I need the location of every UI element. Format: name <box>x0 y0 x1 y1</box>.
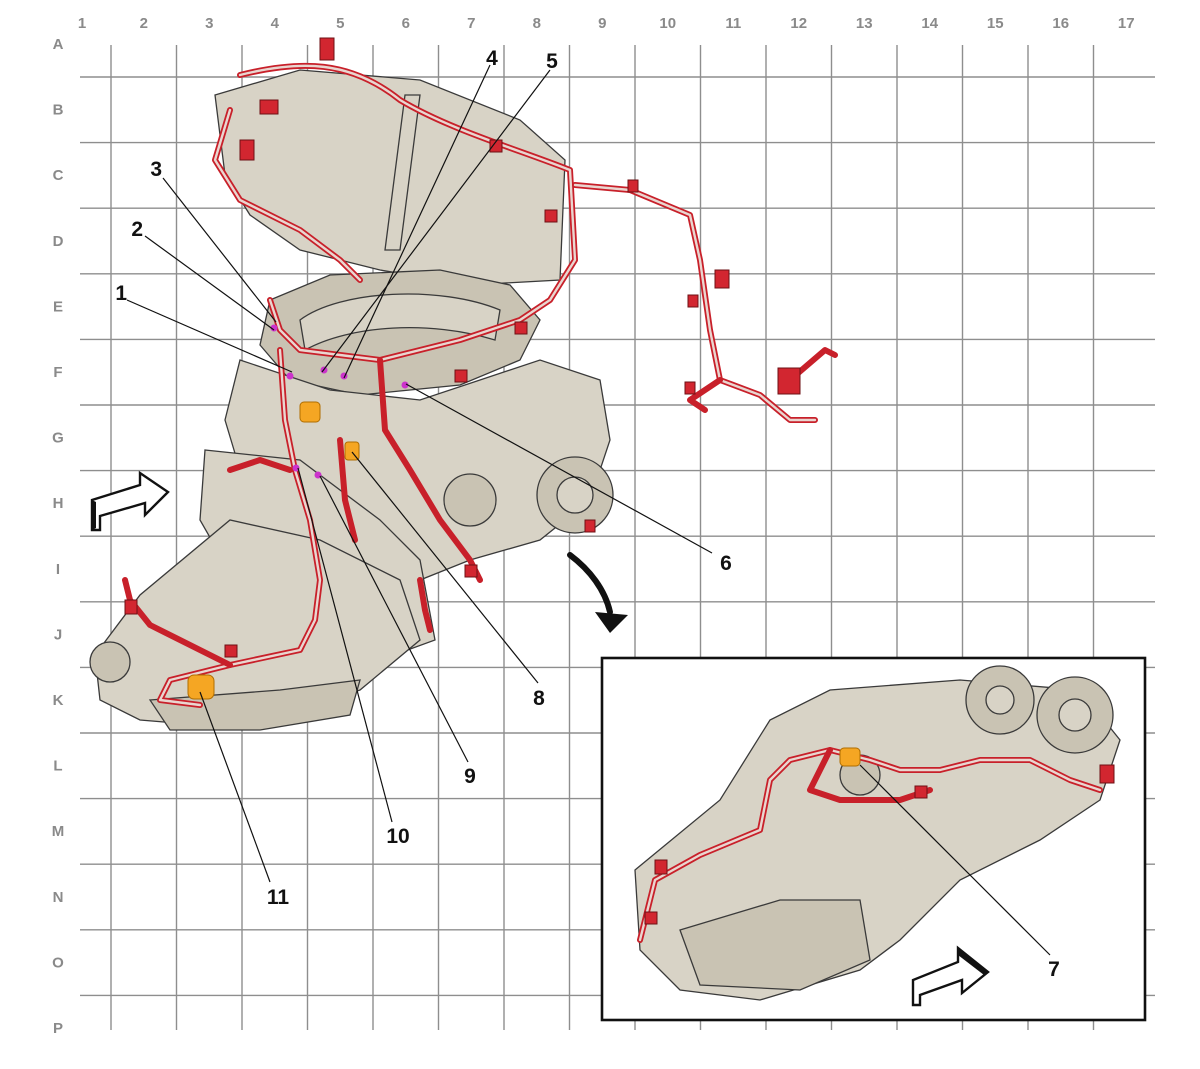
callout-3: 3 <box>150 158 162 181</box>
inset-oil-pan <box>679 899 871 991</box>
connector <box>319 37 335 61</box>
highlight-component <box>839 747 861 767</box>
splice-point <box>286 372 294 380</box>
dipstick-tube <box>384 94 421 251</box>
callout-labels: 1 2 3 4 5 6 7 8 9 10 11 <box>115 47 1060 981</box>
connector <box>584 519 596 533</box>
connector <box>259 99 279 115</box>
column-label-13: 13 <box>856 15 873 32</box>
inset-pulley-hub <box>985 685 1015 715</box>
column-label-3: 3 <box>205 15 213 32</box>
row-label-D: D <box>53 233 64 250</box>
connector <box>454 369 468 383</box>
column-label-8: 8 <box>533 15 541 32</box>
row-label-A: A <box>53 36 64 53</box>
column-label-1: 1 <box>78 15 86 32</box>
callout-5: 5 <box>546 50 558 73</box>
output-shaft <box>89 641 131 683</box>
row-label-J: J <box>54 626 62 643</box>
main-harness <box>122 62 838 708</box>
callout-9: 9 <box>464 765 476 788</box>
manifold-runners <box>299 293 501 352</box>
connector <box>654 859 668 875</box>
alternator-pulley <box>556 476 594 514</box>
connector <box>224 644 238 658</box>
row-label-N: N <box>53 889 64 906</box>
row-label-I: I <box>56 561 60 578</box>
transmission-pan <box>148 679 361 731</box>
column-label-5: 5 <box>336 15 344 32</box>
callout-1: 1 <box>115 282 127 305</box>
highlight-component <box>299 401 321 423</box>
connector <box>514 321 528 335</box>
column-label-15: 15 <box>987 15 1004 32</box>
connector <box>627 179 639 193</box>
callout-2: 2 <box>131 218 143 241</box>
transmission-case <box>94 519 421 726</box>
row-label-B: B <box>53 102 64 119</box>
inset-balancer-hub <box>1058 698 1092 732</box>
column-label-7: 7 <box>467 15 475 32</box>
callout-10: 10 <box>386 825 409 848</box>
row-label-G: G <box>52 430 64 447</box>
inset-detail-view <box>600 656 1147 1022</box>
harness-connectors <box>124 37 801 658</box>
row-label-E: E <box>53 298 63 315</box>
column-label-11: 11 <box>725 15 741 32</box>
row-label-H: H <box>53 495 64 512</box>
splice-point <box>292 464 300 472</box>
column-label-4: 4 <box>271 15 280 32</box>
column-label-14: 14 <box>921 15 938 32</box>
row-label-M: M <box>52 823 65 840</box>
splice-point <box>270 324 278 332</box>
connector <box>777 367 801 395</box>
callout-leaders <box>126 64 1051 956</box>
column-label-9: 9 <box>598 15 606 32</box>
row-label-P: P <box>53 1020 63 1037</box>
splice-point <box>401 381 409 389</box>
connector <box>914 785 928 799</box>
connector <box>687 294 699 308</box>
row-label-C: C <box>53 167 64 184</box>
highlighted-components <box>187 401 360 700</box>
callout-11: 11 <box>267 886 290 909</box>
column-label-6: 6 <box>402 15 410 32</box>
column-label-10: 10 <box>659 15 676 32</box>
column-label-17: 17 <box>1118 15 1135 32</box>
row-label-F: F <box>53 364 62 381</box>
column-label-16: 16 <box>1052 15 1069 32</box>
row-labels: A B C D E F G H I J K L M N O P <box>52 36 65 1037</box>
connector <box>239 139 255 161</box>
connector <box>684 381 696 395</box>
callout-6: 6 <box>720 552 732 575</box>
connector <box>644 911 658 925</box>
row-label-K: K <box>53 692 64 709</box>
callout-7: 7 <box>1048 958 1060 981</box>
connector <box>464 564 478 578</box>
rotate-view-arrow-icon <box>567 552 628 633</box>
row-label-O: O <box>52 954 64 971</box>
column-label-2: 2 <box>140 15 148 32</box>
column-label-12: 12 <box>790 15 807 32</box>
connector <box>544 209 558 223</box>
connector <box>489 139 503 153</box>
accessory-pulley <box>443 473 497 527</box>
callout-4: 4 <box>486 47 498 70</box>
connector <box>1099 764 1115 784</box>
connector <box>124 599 138 615</box>
inset-direction-arrow-icon <box>911 945 990 1007</box>
callout-8: 8 <box>533 687 545 710</box>
highlight-component <box>187 674 215 700</box>
connector <box>714 269 730 289</box>
row-label-L: L <box>53 758 62 775</box>
direction-arrow-icon <box>90 470 170 532</box>
